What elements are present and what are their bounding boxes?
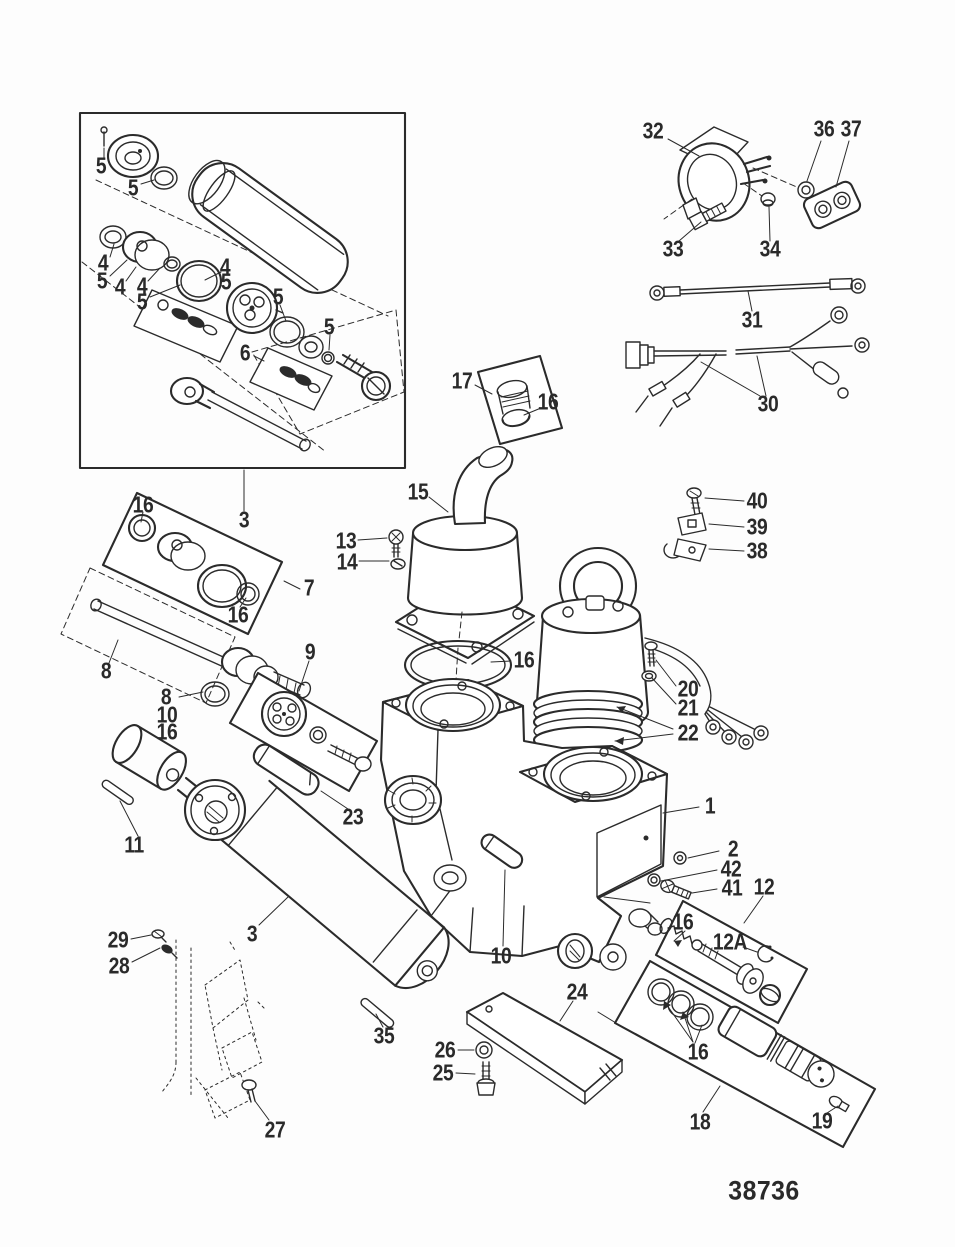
callout-label-10: 10 — [156, 701, 178, 728]
clip-hardware — [663, 487, 707, 562]
cylinder-seal-kit-box — [78, 111, 407, 470]
callout-label-16: 16 — [132, 491, 154, 518]
callout-label-11: 11 — [124, 831, 144, 858]
solenoid-assembly — [663, 126, 862, 231]
callout-label-8: 8 — [160, 683, 172, 710]
pivot-pin-35 — [360, 997, 395, 1028]
screw-41 — [660, 879, 692, 900]
filter-kit-box — [476, 354, 564, 446]
drawing-number: 38736 — [728, 1175, 800, 1206]
pump-cover — [388, 445, 536, 697]
callout-label-31: 31 — [741, 306, 763, 333]
callout-label-35: 35 — [373, 1022, 395, 1049]
callout-label-3: 3 — [238, 506, 250, 533]
callout-label-42: 42 — [720, 855, 742, 882]
transom-bracket-ghost — [151, 929, 267, 1119]
callout-label-5: 5 — [272, 283, 284, 310]
plug-19 — [828, 1095, 850, 1113]
callout-label-16: 16 — [672, 908, 694, 935]
callout-label-8: 8 — [100, 657, 112, 684]
callout-label-17: 17 — [451, 367, 473, 394]
electric-motor — [532, 546, 769, 797]
callout-label-41: 41 — [721, 874, 743, 901]
callout-label-36: 36 — [813, 115, 835, 142]
callout-label-14: 14 — [336, 548, 358, 575]
kit-leader-ticks — [103, 147, 331, 362]
callout-label-28: 28 — [108, 952, 130, 979]
callout-label-9: 9 — [304, 638, 316, 665]
valve-kit-box-18 — [613, 959, 877, 1149]
callout-label-29: 29 — [107, 926, 129, 953]
mount-bracket — [802, 180, 862, 230]
callout-label-37: 37 — [840, 115, 862, 142]
callout-label-4: 4 — [136, 272, 148, 299]
valve-kit-box-9 — [228, 671, 379, 793]
callout-label-32: 32 — [642, 117, 664, 144]
valve-kit-box-12 — [654, 899, 809, 1025]
callout-label-3: 3 — [246, 920, 258, 947]
callout-label-4: 4 — [219, 253, 231, 280]
trim-cylinder-tube — [188, 159, 349, 294]
solenoid-bolt — [688, 202, 727, 231]
callout-label-40: 40 — [746, 487, 768, 514]
callout-label-6: 6 — [239, 339, 251, 366]
callout-label-16: 16 — [227, 601, 249, 628]
callout-label-10: 10 — [490, 942, 512, 969]
callout-label-16: 16 — [156, 718, 178, 745]
callout-label-16: 16 — [537, 388, 559, 415]
callout-label-5: 5 — [127, 174, 139, 201]
cross-pin-23 — [252, 743, 320, 796]
wiring-harness — [625, 306, 870, 427]
callout-label-7: 7 — [303, 574, 315, 601]
tilt-cylinder — [176, 776, 450, 989]
callout-label-12: 12 — [753, 873, 775, 900]
callout-label-5: 5 — [220, 268, 232, 295]
callout-label-39: 39 — [746, 513, 768, 540]
callout-label-34: 34 — [759, 235, 781, 262]
callout-label-5: 5 — [323, 313, 335, 340]
piston-rod-small — [169, 376, 311, 452]
callout-label-13: 13 — [335, 527, 357, 554]
callout-label-5: 5 — [95, 152, 107, 179]
callout-label-30: 30 — [757, 390, 779, 417]
callout-label-24: 24 — [566, 978, 588, 1005]
callout-label-19: 19 — [811, 1107, 833, 1134]
callout-label-2: 2 — [727, 835, 739, 862]
callout-label-20: 20 — [677, 675, 699, 702]
battery-cable — [649, 277, 866, 301]
valve-spool — [717, 1005, 835, 1088]
callout-label-26: 26 — [434, 1036, 456, 1063]
memory-piston — [335, 353, 392, 402]
callout-label-22: 22 — [677, 719, 699, 746]
callout-label-18: 18 — [689, 1108, 711, 1135]
callout-label-15: 15 — [407, 478, 429, 505]
manifold-body — [379, 677, 692, 971]
callout-label-12A: 12A — [712, 928, 748, 955]
rod-eye-cylinder — [111, 724, 187, 791]
callout-label-16: 16 — [513, 646, 535, 673]
callout-label-16: 16 — [687, 1038, 709, 1065]
callout-label-5: 5 — [136, 288, 148, 315]
anode-plate — [465, 991, 624, 1105]
callout-label-25: 25 — [432, 1059, 454, 1086]
callout-label-27: 27 — [264, 1116, 286, 1143]
callout-label-21: 21 — [677, 694, 699, 721]
leader-lines — [108, 138, 850, 1121]
check-valve-pin — [480, 833, 524, 869]
callout-label-1: 1 — [704, 792, 716, 819]
callout-label-4: 4 — [114, 273, 126, 300]
callout-label-4: 4 — [97, 249, 109, 276]
pivot-pin-11 — [101, 779, 134, 806]
callout-label-38: 38 — [746, 537, 768, 564]
callout-label-33: 33 — [662, 235, 684, 262]
callout-label-5: 5 — [96, 267, 108, 294]
callout-label-23: 23 — [342, 803, 364, 830]
